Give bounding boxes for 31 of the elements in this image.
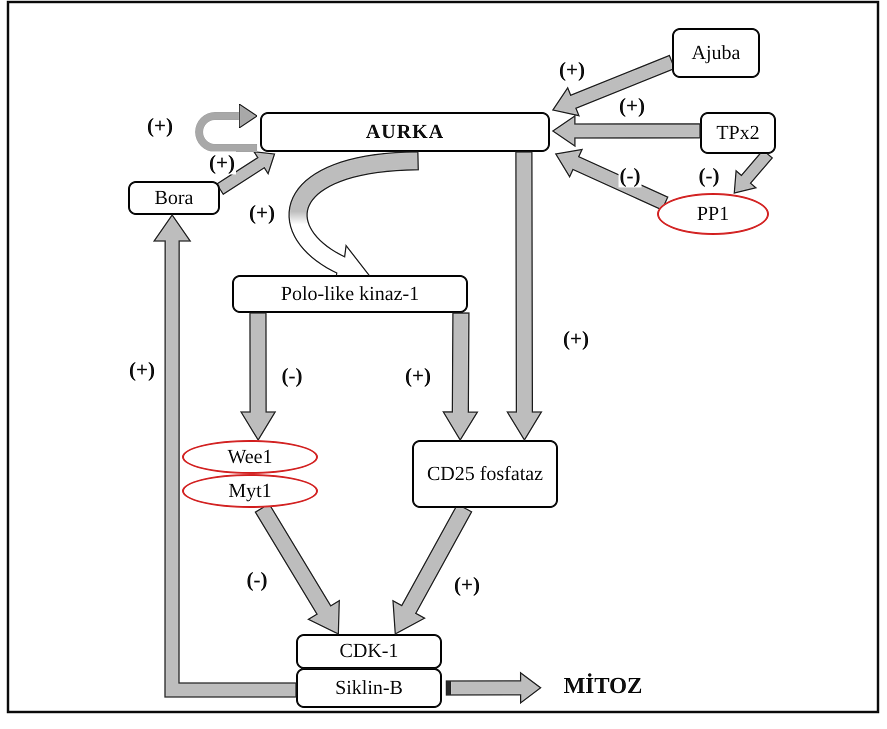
node-label: AURKA bbox=[366, 120, 444, 144]
process-box bbox=[296, 634, 442, 669]
node-label: Siklin-B bbox=[335, 676, 403, 700]
block-arrow bbox=[195, 103, 258, 152]
process-box bbox=[260, 112, 550, 152]
block-arrow bbox=[552, 114, 701, 148]
block-arrow bbox=[446, 672, 542, 704]
node-label: Polo-like kinaz-1 bbox=[280, 282, 420, 306]
node-label: CD25 fosfataz bbox=[426, 462, 544, 486]
block-arrow bbox=[240, 312, 276, 442]
node-label: PP1 bbox=[696, 202, 730, 226]
node-label: Ajuba bbox=[692, 42, 740, 64]
process-box bbox=[232, 275, 468, 313]
block-arrow bbox=[216, 150, 276, 196]
node-label: Wee1 bbox=[227, 446, 273, 468]
edge-label: (+) bbox=[208, 151, 236, 175]
ellipse-node bbox=[182, 474, 318, 508]
block-arrow bbox=[442, 312, 478, 442]
node-label: CDK-1 bbox=[340, 640, 398, 663]
process-box bbox=[128, 181, 220, 215]
process-box bbox=[412, 440, 558, 508]
block-arrow bbox=[506, 151, 543, 442]
outcome-text: MİTOZ bbox=[564, 672, 642, 700]
process-box bbox=[672, 28, 760, 78]
node-label: Bora bbox=[154, 186, 194, 210]
process-box bbox=[700, 112, 776, 154]
node-label: TPx2 bbox=[716, 122, 760, 144]
process-box bbox=[296, 668, 442, 708]
block-arrow bbox=[152, 214, 297, 698]
ellipse-node bbox=[182, 440, 318, 474]
node-label: Myt1 bbox=[228, 480, 272, 502]
